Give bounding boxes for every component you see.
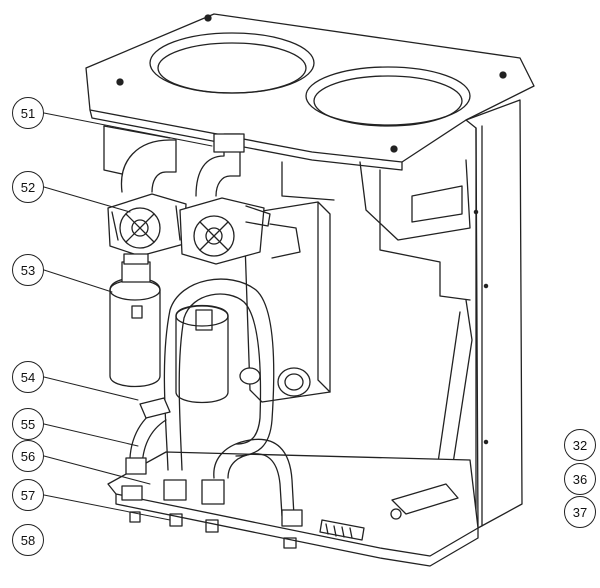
cylinder-left — [109, 253, 161, 388]
callout-58: 58 — [12, 524, 44, 556]
callout-36: 36 — [564, 463, 596, 495]
leader-lines — [43, 112, 213, 521]
fittings — [121, 397, 303, 549]
callout-56: 56 — [12, 440, 44, 472]
callout-54: 54 — [12, 361, 44, 393]
callout-57: 57 — [12, 479, 44, 511]
top-plate — [85, 13, 535, 171]
upper-pipework — [120, 133, 301, 259]
heat-exchanger — [239, 201, 331, 403]
callout-53: 53 — [12, 254, 44, 286]
callout-51: 51 — [12, 97, 44, 129]
callout-37: 37 — [564, 496, 596, 528]
pump-right — [179, 197, 271, 265]
side-panel — [465, 99, 523, 529]
callout-52: 52 — [12, 171, 44, 203]
pump-left — [107, 193, 187, 257]
callout-32: 32 — [564, 429, 596, 461]
callout-55: 55 — [12, 408, 44, 440]
